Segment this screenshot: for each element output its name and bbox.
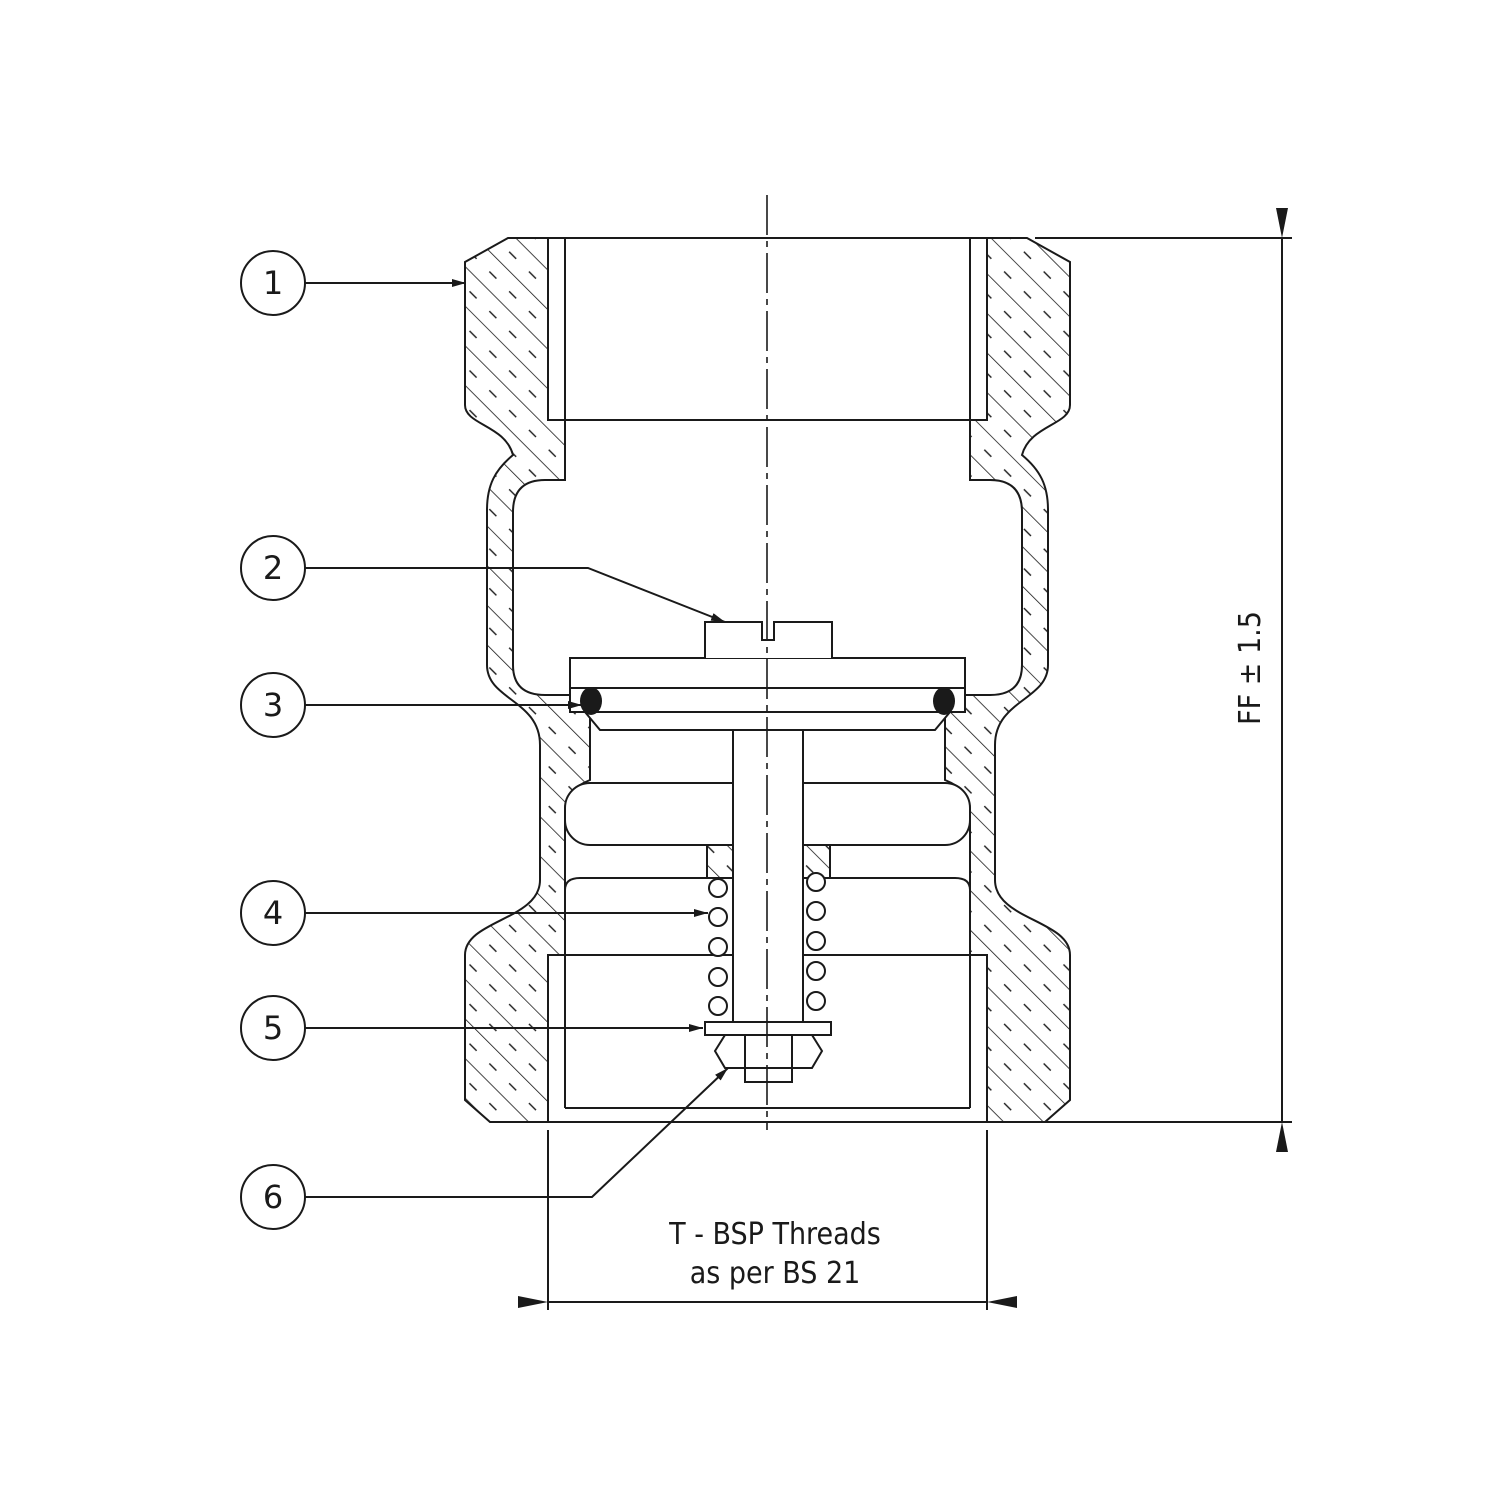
height-dimension: FF ± 1.5 (1035, 208, 1292, 1152)
callout-1: 1 (240, 250, 466, 316)
disc-screw (704, 621, 833, 658)
spring (708, 872, 826, 1016)
svg-text:2: 2 (263, 549, 283, 587)
nut (713, 1034, 824, 1069)
callout-2: 2 (240, 535, 726, 623)
callout-4: 4 (240, 880, 708, 946)
height-label: FF ± 1.5 (1233, 611, 1268, 725)
callout-3: 3 (240, 672, 582, 738)
thread-label-line2: as per BS 21 (690, 1256, 861, 1291)
svg-text:6: 6 (263, 1178, 283, 1216)
thread-dimension: T - BSP Threads as per BS 21 (518, 1130, 1017, 1310)
thread-label-line1: T - BSP Threads (668, 1217, 881, 1252)
callout-6: 6 (240, 1067, 729, 1230)
stem-end (744, 1067, 793, 1083)
svg-text:3: 3 (263, 686, 283, 724)
svg-text:4: 4 (263, 894, 283, 932)
svg-text:1: 1 (263, 264, 283, 302)
callout-5: 5 (240, 995, 703, 1061)
washer (704, 1021, 832, 1036)
o-ring-left (580, 687, 602, 715)
svg-text:5: 5 (263, 1009, 283, 1047)
o-ring-right (933, 687, 955, 715)
valve-stem (732, 729, 804, 1023)
